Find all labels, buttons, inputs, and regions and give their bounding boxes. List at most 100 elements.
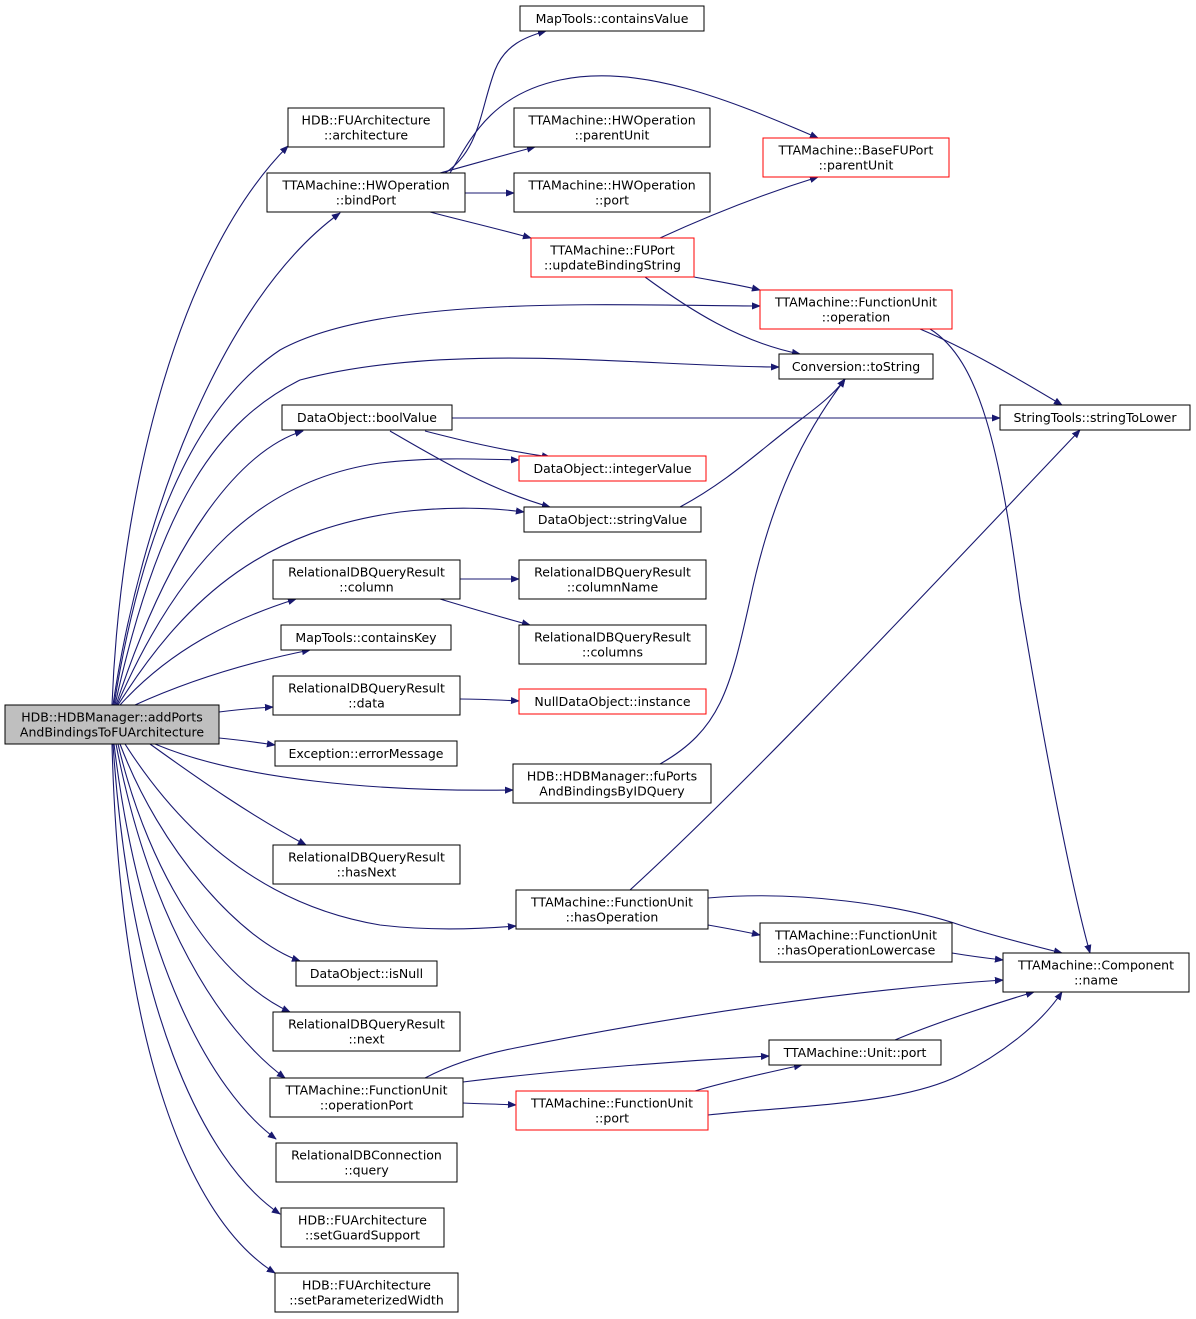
edge-path — [114, 357, 780, 706]
node-label-line: TTAMachine::FunctionUnit — [774, 928, 937, 943]
edge-fu_hasop-to-st_lower — [629, 429, 1081, 891]
node-fua-paramw[interactable]: HDB::FUArchitecture::setParameterizedWid… — [274, 1272, 459, 1313]
edge-root-to-fua_paramw — [111, 743, 276, 1274]
node-rq-hasnext[interactable]: RelationalDBQueryResult::hasNext — [272, 844, 461, 885]
node-label-line: RelationalDBQueryResult — [534, 565, 691, 580]
edge-fup_ubs-to-fu_op — [693, 276, 761, 292]
node-rq-next[interactable]: RelationalDBQueryResult::next — [272, 1011, 461, 1052]
edge-path — [693, 276, 761, 292]
edge-path — [707, 924, 761, 937]
node-label-line: ::parentUnit — [819, 158, 894, 173]
edge-root-to-conv — [114, 357, 780, 706]
node-unit-port[interactable]: TTAMachine::Unit::port — [768, 1039, 942, 1066]
node-hwop-pu[interactable]: TTAMachine::HWOperation::parentUnit — [513, 107, 711, 148]
node-label-line: DataObject::integerValue — [533, 461, 691, 476]
node-label-line: NullDataObject::instance — [534, 694, 690, 709]
node-fua-guard[interactable]: HDB::FUArchitecture::setGuardSupport — [280, 1207, 445, 1248]
node-ndo-inst[interactable]: NullDataObject::instance — [518, 688, 707, 715]
node-box — [281, 404, 453, 431]
node-box — [4, 704, 220, 745]
edge-root-to-rq_hasnext — [149, 743, 307, 846]
node-box — [759, 922, 953, 963]
node-fu-hasoplc[interactable]: TTAMachine::FunctionUnit::hasOperationLo… — [759, 922, 953, 963]
node-bfup-pu[interactable]: TTAMachine::BaseFUPort::parentUnit — [762, 137, 950, 178]
node-root[interactable]: HDB::HDBManager::addPortsAndBindingsToFU… — [4, 704, 220, 745]
node-fu-opport[interactable]: TTAMachine::FunctionUnit::operationPort — [269, 1077, 464, 1118]
node-rq-col[interactable]: RelationalDBQueryResult::column — [272, 559, 461, 600]
node-conv[interactable]: Conversion::toString — [778, 353, 934, 380]
node-label-line: ::data — [348, 696, 385, 711]
node-label-line: TTAMachine::HWOperation — [527, 113, 695, 128]
node-comp-name[interactable]: TTAMachine::Component::name — [1002, 952, 1190, 993]
edge-rq_data-to-ndo_inst — [459, 696, 520, 705]
node-hwop-bind[interactable]: TTAMachine::HWOperation::bindPort — [266, 172, 466, 213]
node-label-line: ::port — [595, 193, 629, 208]
node-label-line: StringTools::stringToLower — [1013, 410, 1177, 425]
edge-path — [119, 598, 297, 706]
node-box — [266, 172, 466, 213]
edge-path — [894, 990, 1035, 1041]
edge-path — [134, 648, 311, 706]
node-label-line: RelationalDBQueryResult — [534, 630, 691, 645]
edge-path — [115, 743, 286, 1079]
edge-root-to-exc_msg — [218, 737, 276, 748]
node-do-str[interactable]: DataObject::stringValue — [523, 506, 702, 533]
node-label-line: TTAMachine::FunctionUnit — [530, 895, 693, 910]
node-label-line: HDB::FUArchitecture — [302, 1278, 431, 1293]
edge-fu_opport-to-fu_port — [462, 1100, 517, 1109]
node-label-line: MapTools::containsValue — [536, 11, 689, 26]
node-fup-ubs[interactable]: TTAMachine::FUPort::updateBindingString — [530, 237, 695, 278]
edge-path — [113, 302, 761, 706]
node-box — [269, 1077, 464, 1118]
edge-path — [111, 743, 276, 1274]
node-st-lower[interactable]: StringTools::stringToLower — [999, 404, 1191, 431]
node-fu-port[interactable]: TTAMachine::FunctionUnit::port — [515, 1090, 709, 1131]
node-rq-cols[interactable]: RelationalDBQueryResult::columns — [518, 624, 707, 665]
node-exc-msg[interactable]: Exception::errorMessage — [274, 740, 458, 767]
edge-path — [439, 598, 531, 627]
node-label-line: HDB::FUArchitecture — [302, 113, 431, 128]
edge-root-to-rq_col — [119, 598, 297, 706]
edge-root-to-fu_opport — [115, 743, 286, 1079]
edge-path — [429, 211, 532, 240]
edge-hwop_bind-to-bfup_pu — [449, 75, 819, 174]
edge-root-to-fu_op — [113, 302, 761, 706]
node-label-line: ::bindPort — [336, 193, 397, 208]
edge-path — [919, 328, 1063, 406]
node-label-line: ::setGuardSupport — [305, 1228, 420, 1243]
node-rq-colname[interactable]: RelationalDBQueryResult::columnName — [518, 559, 707, 600]
node-mt-cv[interactable]: MapTools::containsValue — [519, 5, 705, 32]
node-hdb-fupq[interactable]: HDB::HDBManager::fuPortsAndBindingsByIDQ… — [512, 763, 712, 804]
node-hwop-port[interactable]: TTAMachine::HWOperation::port — [513, 172, 711, 213]
node-fu-op[interactable]: TTAMachine::FunctionUnit::operation — [759, 289, 953, 330]
node-rq-data[interactable]: RelationalDBQueryResult::data — [272, 675, 461, 716]
node-rc-query[interactable]: RelationalDBConnection::query — [275, 1142, 458, 1183]
node-label-line: ::name — [1074, 973, 1118, 988]
node-label-line: ::updateBindingString — [544, 258, 681, 273]
edge-fu_hasop-to-fu_hasoplc — [707, 924, 761, 937]
node-mt-ck[interactable]: MapTools::containsKey — [280, 624, 452, 651]
edge-path — [459, 696, 520, 705]
edge-do_str-to-conv — [679, 378, 846, 508]
node-box — [280, 624, 452, 651]
node-label-line: ::columns — [582, 645, 643, 660]
node-label-line: Conversion::toString — [792, 359, 920, 374]
edge-path — [119, 743, 301, 962]
node-fua-arch[interactable]: HDB::FUArchitecture::architecture — [287, 107, 445, 148]
edge-path — [111, 145, 289, 706]
node-do-int[interactable]: DataObject::integerValue — [518, 455, 707, 482]
node-label-line: ::hasOperation — [566, 910, 659, 925]
node-label-line: RelationalDBQueryResult — [288, 681, 445, 696]
node-label-line: RelationalDBConnection — [291, 1148, 442, 1163]
edge-root-to-do_str — [117, 507, 525, 706]
node-box — [272, 1011, 461, 1052]
node-do-isnull[interactable]: DataObject::isNull — [295, 960, 438, 987]
node-box — [999, 404, 1191, 431]
node-label-line: DataObject::isNull — [310, 966, 423, 981]
edge-hwop_bind-to-fup_ubs — [429, 211, 532, 240]
node-label-line: TTAMachine::FunctionUnit — [285, 1083, 448, 1098]
node-box — [515, 889, 709, 930]
node-fu-hasop[interactable]: TTAMachine::FunctionUnit::hasOperation — [515, 889, 709, 930]
node-label-line: ::operationPort — [320, 1098, 413, 1113]
node-do-bool[interactable]: DataObject::boolValue — [281, 404, 453, 431]
